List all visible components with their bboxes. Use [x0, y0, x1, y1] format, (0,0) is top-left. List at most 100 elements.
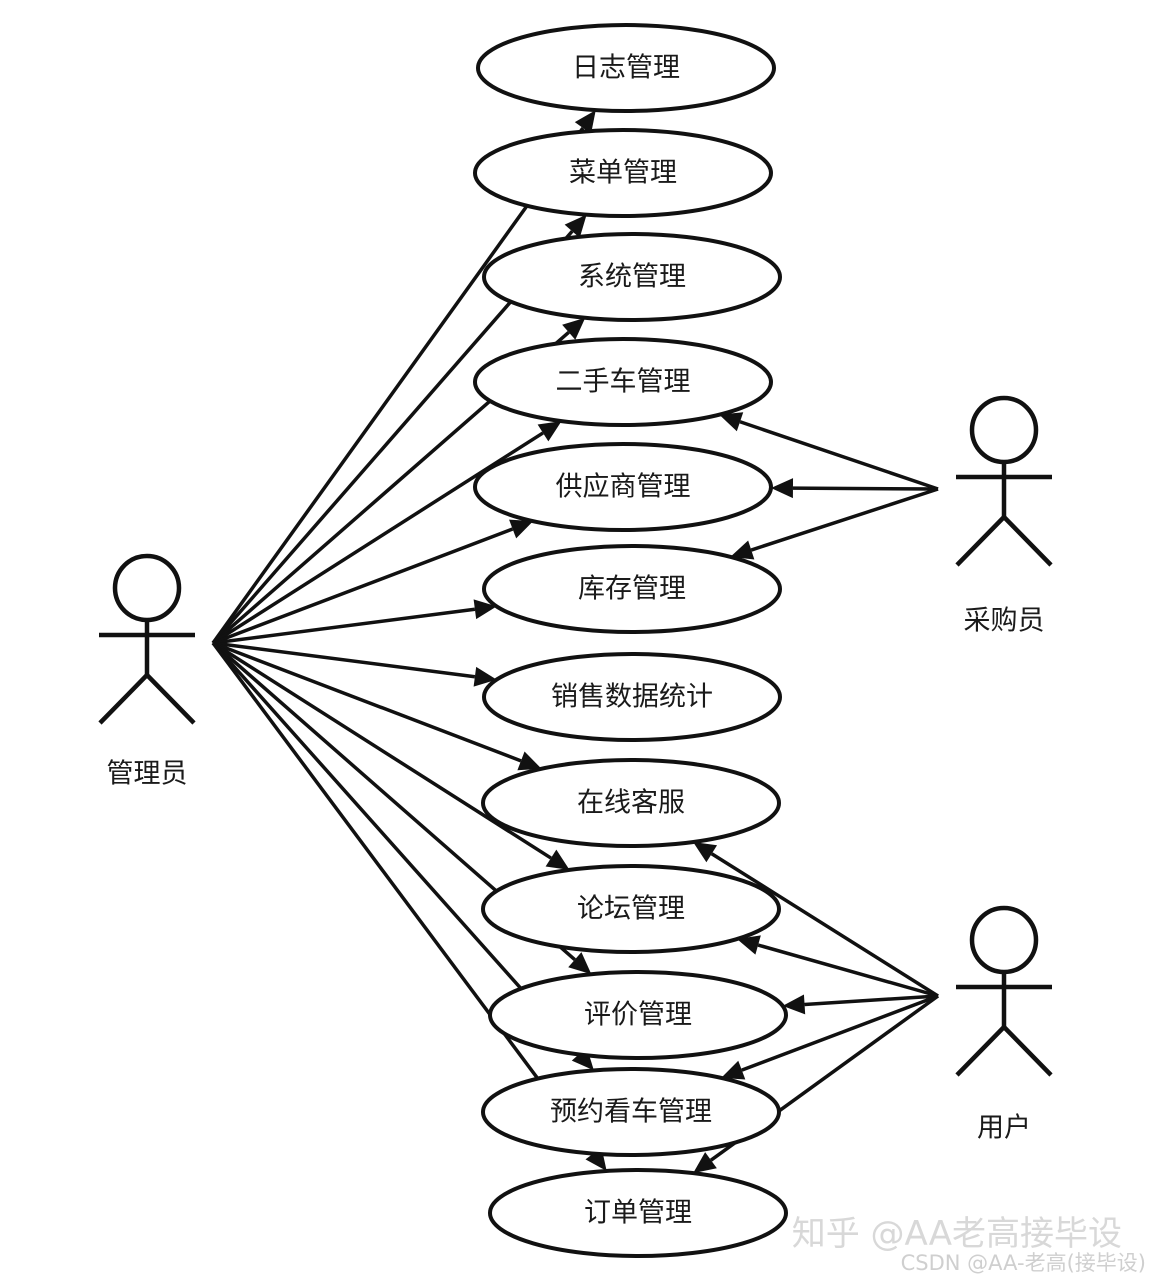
association-line	[212, 641, 522, 763]
association-buyer-supplier	[770, 478, 939, 499]
use-case-sales: 销售数据统计	[482, 652, 782, 742]
association-line	[211, 126, 585, 645]
actor-right-leg	[1002, 515, 1053, 567]
actor-right-leg	[1002, 1025, 1053, 1077]
association-line	[804, 994, 939, 1007]
actor-head	[969, 905, 1039, 975]
association-user-forum	[736, 935, 939, 998]
use-case-ellipse	[488, 970, 788, 1060]
arrowhead-icon	[574, 110, 596, 134]
association-buyer-inventory	[730, 487, 939, 560]
arrowhead-icon	[509, 519, 534, 539]
association-admin-service	[212, 641, 542, 771]
association-line	[757, 943, 939, 998]
use-case-label: 供应商管理	[556, 472, 691, 503]
association-line	[792, 486, 939, 491]
actor-head	[112, 553, 182, 623]
arrowhead-icon	[730, 540, 755, 560]
arrowhead-icon	[719, 412, 744, 432]
use-case-ellipse	[482, 652, 782, 742]
use-case-label: 预约看车管理	[550, 1097, 712, 1128]
association-line	[211, 641, 581, 1056]
use-cases: 日志管理菜单管理系统管理二手车管理供应商管理库存管理销售数据统计在线客服论坛管理…	[473, 23, 788, 1258]
use-case-system: 系统管理	[482, 232, 782, 322]
use-case-label: 菜单管理	[569, 158, 677, 189]
use-case-inventory: 库存管理	[482, 544, 782, 634]
watermark: 知乎 @AA老高接毕设 CSDN @AA-老高(接毕设)	[792, 1214, 1146, 1275]
use-case-usedcar: 二手车管理	[473, 337, 773, 427]
actor-user: 用户	[955, 905, 1053, 1144]
actor-label: 管理员	[107, 759, 188, 790]
use-case-menu: 菜单管理	[473, 128, 773, 218]
arrowhead-icon	[770, 478, 794, 499]
arrowhead-icon	[564, 214, 587, 238]
actor-left-leg	[98, 673, 149, 725]
arrowhead-icon	[562, 317, 586, 340]
actor-left-leg	[955, 515, 1006, 567]
association-line	[710, 852, 939, 998]
actor-head	[969, 395, 1039, 465]
use-case-label: 在线客服	[577, 788, 685, 819]
watermark-csdn: CSDN @AA-老高(接毕设)	[901, 1251, 1146, 1275]
arrowhead-icon	[568, 952, 592, 975]
association-user-service	[693, 842, 939, 998]
arrowhead-icon	[537, 421, 562, 442]
use-case-label: 订单管理	[584, 1198, 692, 1229]
use-case-supplier: 供应商管理	[473, 442, 773, 532]
use-case-ellipse	[481, 1067, 781, 1157]
association-line	[212, 641, 476, 679]
use-case-ellipse	[488, 1168, 788, 1258]
association-user-review	[782, 994, 939, 1015]
arrowhead-icon	[473, 666, 497, 687]
association-user-appointment	[721, 994, 939, 1080]
actor-buyer: 采购员	[955, 395, 1053, 637]
watermark-zhihu: 知乎 @AA老高接毕设	[792, 1214, 1122, 1254]
association-line	[212, 527, 514, 645]
use-case-ellipse	[481, 864, 781, 954]
actor-label: 用户	[977, 1113, 1031, 1144]
association-line	[750, 487, 939, 552]
use-case-ellipse	[482, 544, 782, 634]
use-case-appointment: 预约看车管理	[481, 1067, 781, 1157]
use-case-label: 二手车管理	[556, 367, 691, 398]
arrowhead-icon	[721, 1060, 746, 1080]
association-admin-log	[211, 110, 596, 645]
actor-admin: 管理员	[98, 553, 196, 790]
association-line	[211, 641, 595, 1155]
use-case-ellipse	[482, 232, 782, 322]
use-case-ellipse	[473, 128, 773, 218]
association-admin-supplier	[212, 519, 534, 645]
use-case-ellipse	[473, 337, 773, 427]
use-case-ellipse	[473, 442, 773, 532]
association-line	[739, 420, 939, 491]
arrowhead-icon	[545, 849, 570, 870]
use-case-review: 评价管理	[488, 970, 788, 1060]
use-case-ellipse	[481, 758, 781, 848]
arrowhead-icon	[693, 1152, 717, 1174]
use-case-forum: 论坛管理	[481, 864, 781, 954]
use-case-label: 销售数据统计	[551, 682, 713, 713]
actor-label: 采购员	[964, 606, 1045, 637]
actor-right-leg	[145, 673, 196, 725]
association-admin-inventory	[212, 599, 497, 645]
association-admin-sales	[212, 641, 497, 687]
association-line	[212, 607, 476, 645]
association-line	[741, 994, 939, 1072]
use-case-service: 在线客服	[481, 758, 781, 848]
use-case-label: 论坛管理	[577, 894, 685, 925]
arrowhead-icon	[693, 842, 718, 863]
association-buyer-usedcar	[719, 412, 939, 491]
use-case-log: 日志管理	[476, 23, 776, 113]
use-case-label: 日志管理	[572, 53, 680, 84]
arrowhead-icon	[736, 935, 761, 955]
use-case-label: 系统管理	[578, 262, 686, 293]
arrowhead-icon	[782, 994, 806, 1015]
use-case-order: 订单管理	[488, 1168, 788, 1258]
use-case-label: 库存管理	[578, 574, 686, 605]
actor-left-leg	[955, 1025, 1006, 1077]
arrowhead-icon	[517, 751, 542, 771]
use-case-ellipse	[476, 23, 776, 113]
arrowhead-icon	[473, 599, 497, 620]
